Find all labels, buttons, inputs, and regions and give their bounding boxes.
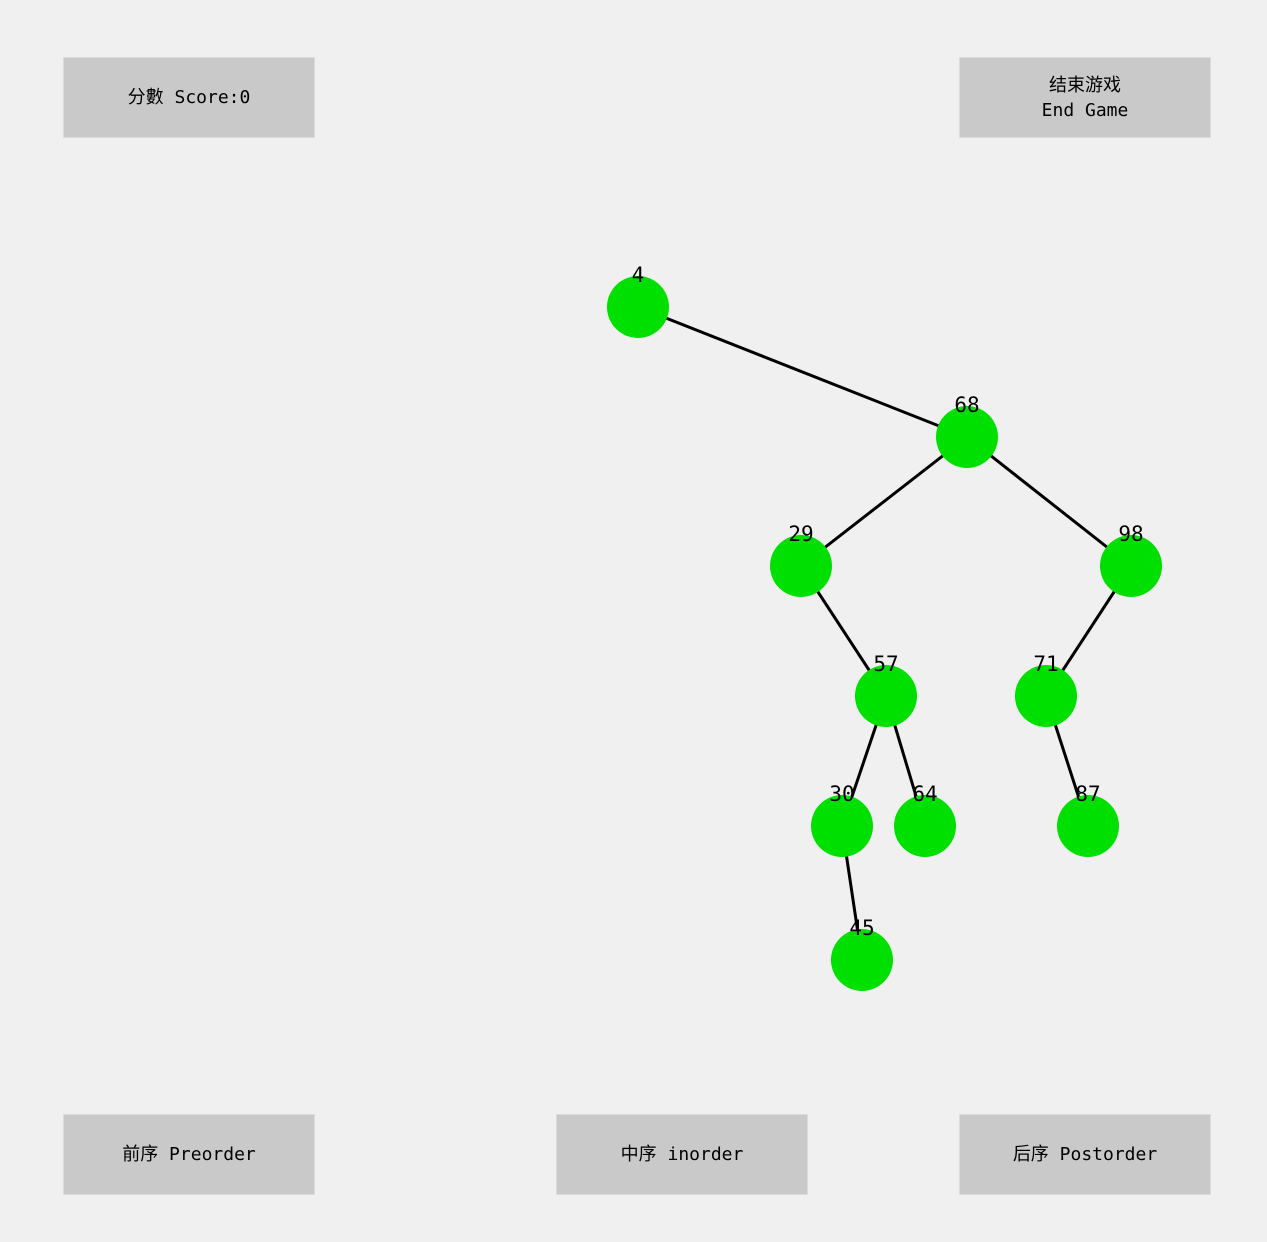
tree-edge-layer bbox=[637, 305, 1133, 961]
tree-node[interactable]: 45 bbox=[831, 916, 893, 991]
tree-edge bbox=[966, 435, 1132, 568]
tree-node-label: 45 bbox=[849, 916, 874, 940]
postorder-button[interactable]: 后序 Postorder bbox=[959, 1114, 1211, 1195]
tree-node-circle[interactable] bbox=[811, 795, 873, 857]
tree-node-label: 71 bbox=[1033, 652, 1058, 676]
tree-node[interactable]: 87 bbox=[1057, 782, 1119, 857]
tree-node[interactable]: 29 bbox=[770, 522, 832, 597]
end-game-button[interactable]: 结束游戏 End Game bbox=[959, 57, 1211, 138]
tree-node-circle[interactable] bbox=[936, 406, 998, 468]
score-display[interactable]: 分數 Score:0 bbox=[63, 57, 315, 138]
tree-node-circle[interactable] bbox=[770, 535, 832, 597]
preorder-button[interactable]: 前序 Preorder bbox=[63, 1114, 315, 1195]
tree-node-layer: 4 68 29 98 57 71 30 64 87 45 bbox=[607, 263, 1162, 991]
tree-node[interactable]: 68 bbox=[936, 393, 998, 468]
tree-node-label: 64 bbox=[912, 782, 937, 806]
tree-node[interactable]: 30 bbox=[811, 782, 873, 857]
tree-node-circle[interactable] bbox=[1015, 665, 1077, 727]
tree-node[interactable]: 57 bbox=[855, 652, 917, 727]
tree-node-label: 29 bbox=[788, 522, 813, 546]
tree-node-label: 98 bbox=[1118, 522, 1143, 546]
tree-node-label: 68 bbox=[954, 393, 979, 417]
tree-node-circle[interactable] bbox=[1100, 535, 1162, 597]
tree-node-label: 57 bbox=[873, 652, 898, 676]
tree-node-label: 30 bbox=[829, 782, 854, 806]
tree-node[interactable]: 64 bbox=[894, 782, 956, 857]
tree-node-circle[interactable] bbox=[831, 929, 893, 991]
tree-node-label: 4 bbox=[632, 263, 645, 287]
tree-edge bbox=[800, 435, 968, 568]
tree-node-circle[interactable] bbox=[855, 665, 917, 727]
tree-node[interactable]: 71 bbox=[1015, 652, 1077, 727]
tree-node-circle[interactable] bbox=[1057, 795, 1119, 857]
tree-node[interactable]: 98 bbox=[1100, 522, 1162, 597]
tree-node-label: 87 bbox=[1075, 782, 1100, 806]
tree-node-circle[interactable] bbox=[894, 795, 956, 857]
tree-edge bbox=[637, 305, 968, 439]
inorder-button[interactable]: 中序 inorder bbox=[556, 1114, 808, 1195]
tree-node-circle[interactable] bbox=[607, 276, 669, 338]
tree-node[interactable]: 4 bbox=[607, 263, 669, 338]
